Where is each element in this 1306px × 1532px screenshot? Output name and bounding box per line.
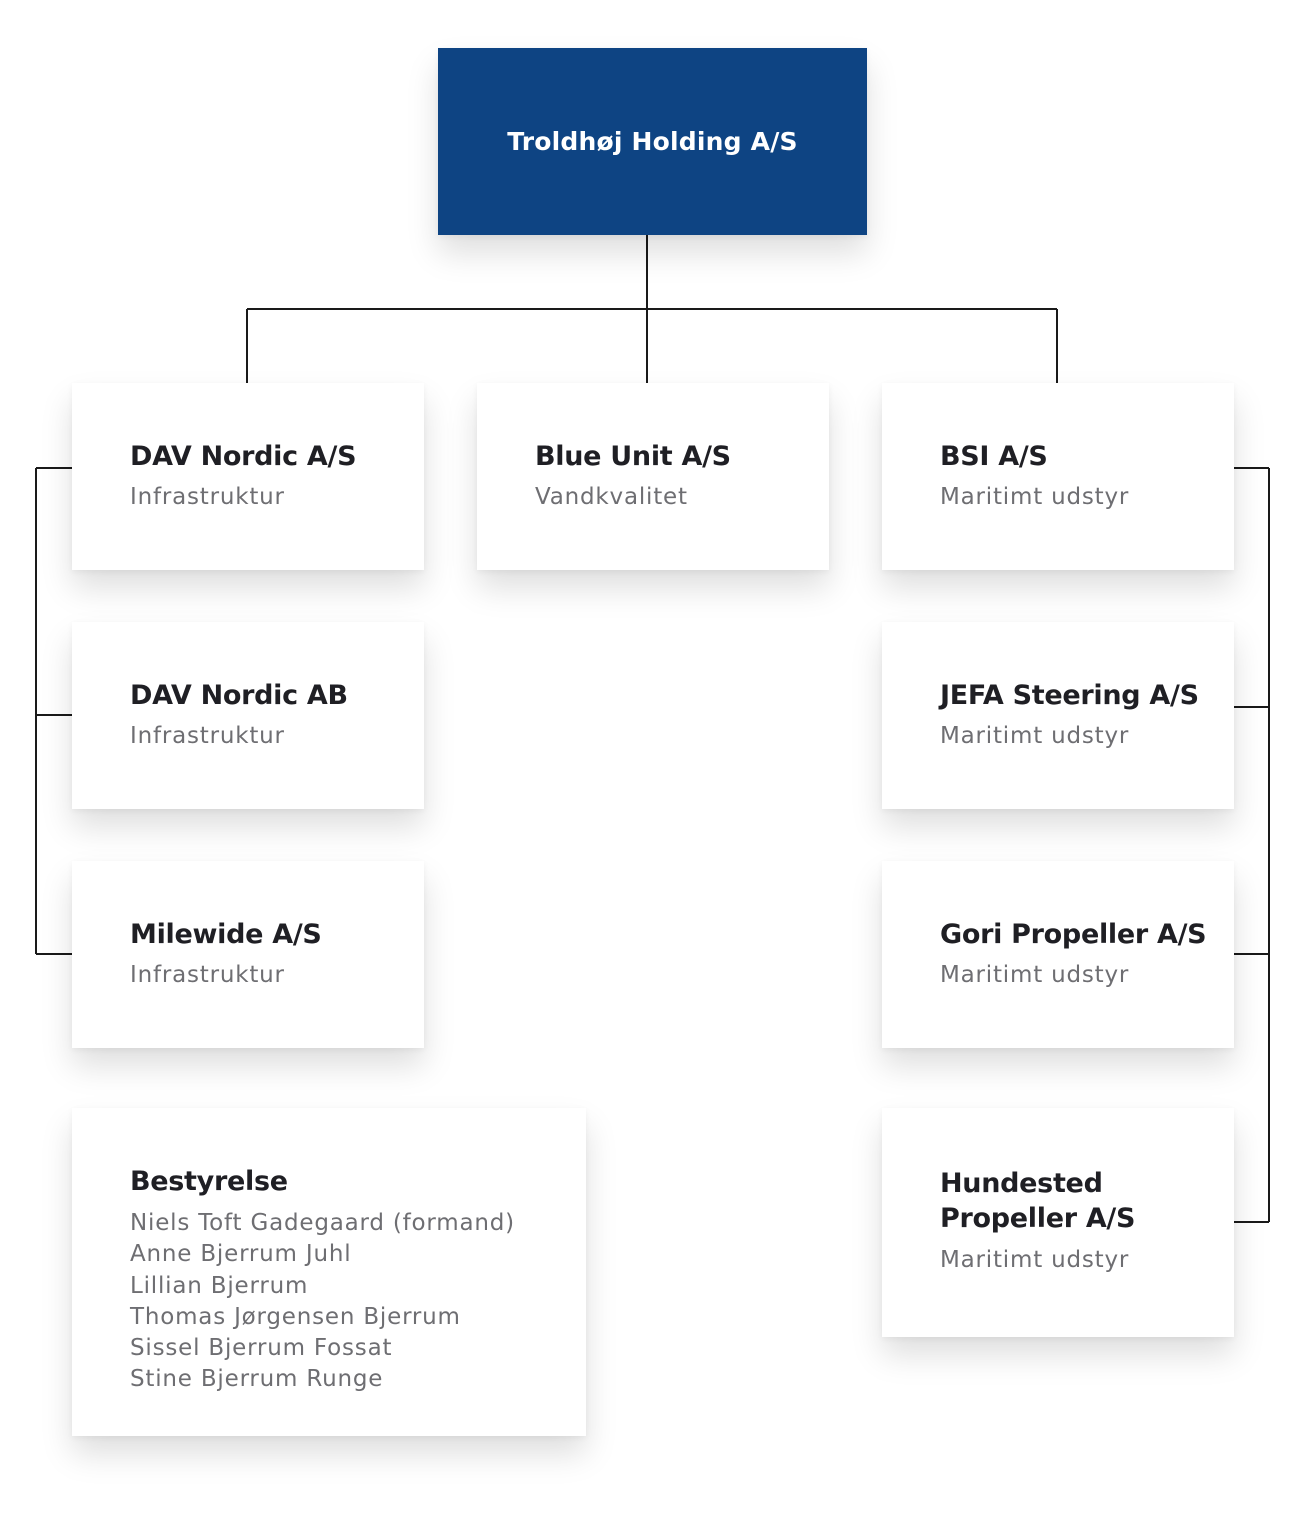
company-sector: Infrastruktur bbox=[130, 723, 285, 749]
company-name: Hundested Propeller A/S bbox=[940, 1166, 1234, 1236]
board-member-list: Niels Toft Gadegaard (formand) Anne Bjer… bbox=[130, 1208, 586, 1396]
board-member: Sissel Bjerrum Fossat bbox=[130, 1335, 393, 1362]
company-sector: Vandkvalitet bbox=[535, 484, 688, 510]
company-name-line-1: Hundested bbox=[940, 1168, 1103, 1199]
board-title: Bestyrelse bbox=[130, 1166, 288, 1197]
company-name: DAV Nordic AB bbox=[130, 680, 348, 711]
board-member: Stine Bjerrum Runge bbox=[130, 1366, 384, 1393]
company-box-hundested-propeller: Hundested Propeller A/S Maritimt udstyr bbox=[882, 1108, 1234, 1337]
company-box-blue-unit: Blue Unit A/S Vandkvalitet bbox=[477, 383, 829, 570]
company-name-line-2: Propeller A/S bbox=[940, 1203, 1136, 1234]
company-sector: Maritimt udstyr bbox=[940, 723, 1130, 749]
company-name: BSI A/S bbox=[940, 441, 1048, 472]
company-box-jefa-steering: JEFA Steering A/S Maritimt udstyr bbox=[882, 622, 1234, 809]
company-name: Blue Unit A/S bbox=[535, 441, 731, 472]
company-sector: Maritimt udstyr bbox=[940, 962, 1130, 988]
company-box-dav-nordic-ab: DAV Nordic AB Infrastruktur bbox=[72, 622, 424, 809]
company-box-milewide: Milewide A/S Infrastruktur bbox=[72, 861, 424, 1048]
company-name: DAV Nordic A/S bbox=[130, 441, 357, 472]
company-sector: Maritimt udstyr bbox=[940, 1247, 1130, 1273]
company-sector: Infrastruktur bbox=[130, 962, 285, 988]
board-member: Lillian Bjerrum bbox=[130, 1272, 309, 1299]
company-sector: Maritimt udstyr bbox=[940, 484, 1130, 510]
company-box-bsi: BSI A/S Maritimt udstyr bbox=[882, 383, 1234, 570]
board-member: Thomas Jørgensen Bjerrum bbox=[130, 1303, 461, 1330]
company-name: JEFA Steering A/S bbox=[940, 680, 1199, 711]
company-name: Gori Propeller A/S bbox=[940, 919, 1207, 950]
board-member: Niels Toft Gadegaard (formand) bbox=[130, 1210, 515, 1236]
company-name: Milewide A/S bbox=[130, 919, 322, 950]
company-box-dav-nordic-as: DAV Nordic A/S Infrastruktur bbox=[72, 383, 424, 570]
root-company-name: Troldhøj Holding A/S bbox=[507, 127, 798, 156]
board-member: Anne Bjerrum Juhl bbox=[130, 1241, 352, 1268]
company-box-gori-propeller: Gori Propeller A/S Maritimt udstyr bbox=[882, 861, 1234, 1048]
board-box: Bestyrelse Niels Toft Gadegaard (formand… bbox=[72, 1108, 586, 1436]
company-sector: Infrastruktur bbox=[130, 484, 285, 510]
root-company-box: Troldhøj Holding A/S bbox=[438, 48, 867, 235]
